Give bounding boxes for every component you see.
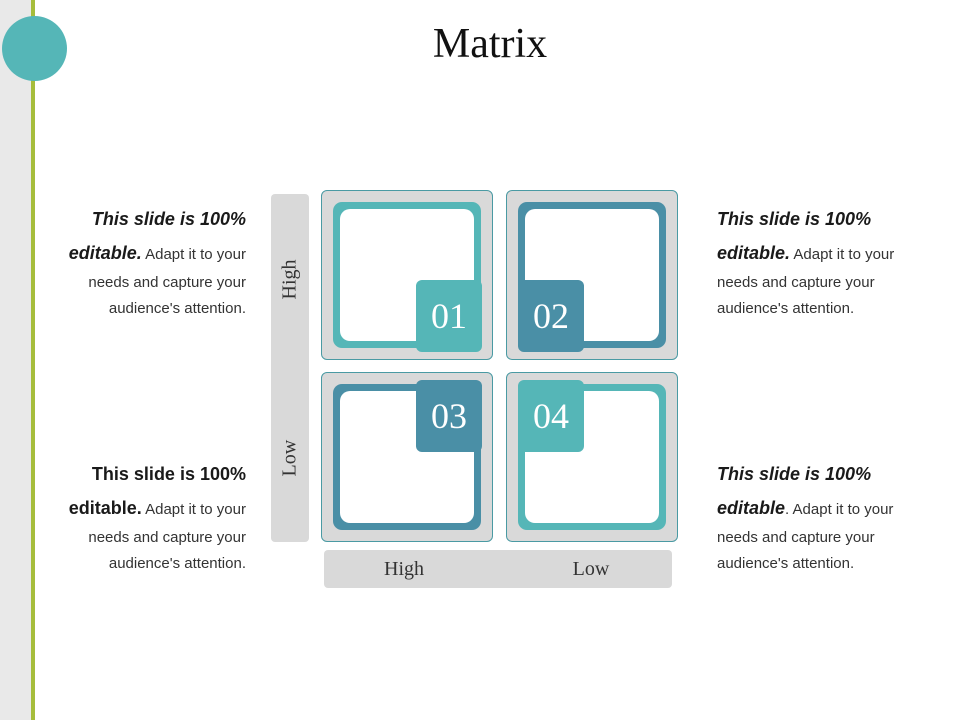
- description-bold-b: editable.: [68, 498, 142, 518]
- description-bold-a: This slide is 100%: [91, 209, 246, 229]
- description-bold-a: This slide is 100%: [91, 464, 246, 484]
- description-bottom-left: This slide is 100% editable. Adapt it to…: [46, 457, 246, 577]
- description-bold-b: editable.: [717, 243, 791, 263]
- description-bottom-right: This slide is 100% editable. Adapt it to…: [717, 457, 897, 577]
- description-top-left: This slide is 100% editable. Adapt it to…: [46, 202, 246, 322]
- y-axis-label-high: High: [278, 259, 301, 300]
- x-axis-bar: [324, 550, 672, 588]
- description-body: . Adapt it to your needs and capture you…: [717, 501, 894, 572]
- description-body: Adapt it to your needs and capture your …: [88, 246, 246, 317]
- quadrant-01: 01: [321, 190, 493, 360]
- quadrant-04: 04: [506, 372, 678, 542]
- left-band: [0, 0, 32, 720]
- left-accent-rule: [31, 0, 35, 720]
- description-top-right: This slide is 100% editable. Adapt it to…: [717, 202, 897, 322]
- quadrant-number: 02: [518, 280, 584, 352]
- quadrant-number: 03: [416, 380, 482, 452]
- description-body: Adapt it to your needs and capture your …: [88, 501, 246, 572]
- x-axis-label-high: High: [384, 558, 424, 580]
- description-body: Adapt it to your needs and capture your …: [717, 246, 895, 317]
- description-bold-a: This slide is 100%: [717, 209, 872, 229]
- corner-circle: [2, 16, 67, 81]
- description-bold-a: This slide is 100%: [717, 464, 872, 484]
- y-axis-bar: [271, 194, 309, 542]
- quadrant-02: 02: [506, 190, 678, 360]
- quadrant-number: 04: [518, 380, 584, 452]
- slide-title: Matrix: [432, 21, 548, 67]
- quadrant-number: 01: [416, 280, 482, 352]
- y-axis-label-low: Low: [278, 439, 301, 477]
- x-axis-label-low: Low: [572, 558, 610, 580]
- quadrant-03: 03: [321, 372, 493, 542]
- description-bold-b: editable.: [68, 243, 142, 263]
- description-bold-b: editable: [717, 498, 786, 518]
